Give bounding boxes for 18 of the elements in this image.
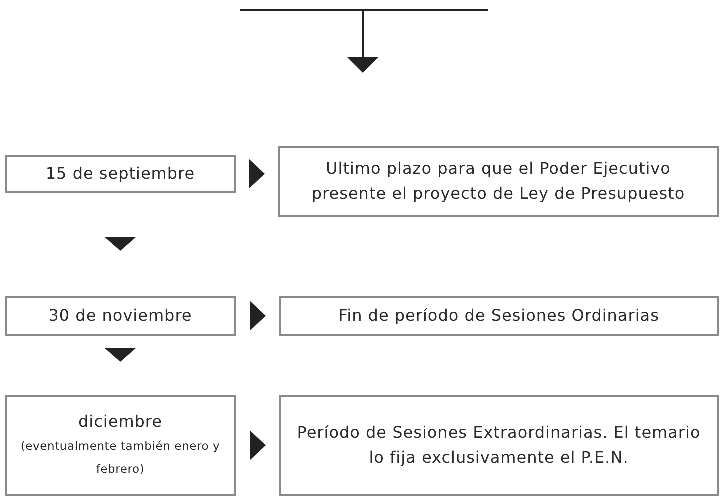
text-box [5, 155, 236, 193]
box-text: Ultimo plazo para que el Poder Ejecutivo presente el proyecto de Ley de Presupuesto [310, 158, 686, 204]
arrow [250, 301, 266, 331]
box-text: 15 de septiembre [46, 162, 196, 185]
box-text: Período de Sesiones Extraordinarias. El temario lo fija exclusivamente el P.E.N. [296, 422, 702, 468]
arrow [104, 237, 136, 251]
arrow [104, 348, 136, 362]
text-box [5, 296, 236, 336]
arrow [249, 159, 265, 189]
arrow [250, 430, 266, 460]
box-text: 30 de noviembre [48, 304, 192, 327]
text-box [279, 395, 719, 496]
box-text: diciembre [78, 411, 162, 434]
note-text: (eventualmente también enero y febrero) [20, 438, 222, 478]
box-text: Fin de período de Sesiones Ordinarias [338, 304, 660, 327]
text-box [279, 296, 719, 336]
text-box [278, 146, 719, 217]
text-box [5, 395, 236, 496]
